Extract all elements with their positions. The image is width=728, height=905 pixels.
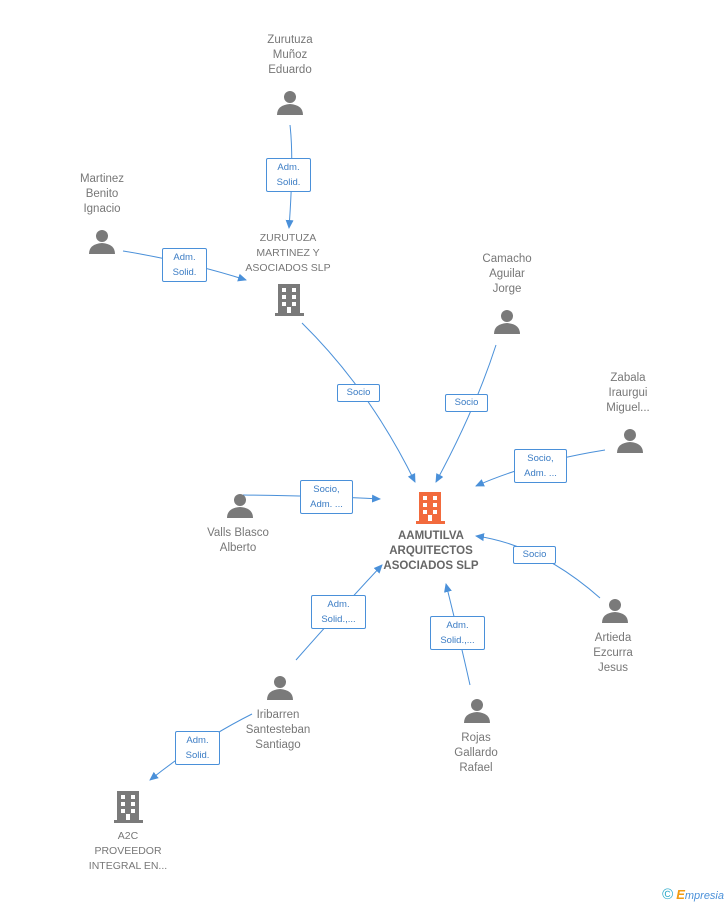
- person-icon: [617, 429, 643, 453]
- node-zurutuza-eduardo[interactable]: Zurutuza Muñoz Eduardo: [238, 33, 342, 78]
- relation-label[interactable]: Socio, Adm. ...: [300, 480, 353, 514]
- node-label: ZURUTUZA MARTINEZ Y ASOCIADOS SLP: [245, 232, 331, 274]
- building-icon: [275, 284, 304, 316]
- main-company-name: AAMUTILVA ARQUITECTOS ASOCIADOS SLP: [383, 530, 479, 572]
- relation-label[interactable]: Adm. Solid.: [266, 158, 311, 192]
- relation-label[interactable]: Adm. Solid.: [162, 248, 207, 282]
- node-rojas-rafael[interactable]: Rojas Gallardo Rafael: [424, 731, 528, 776]
- node-zurutuza-slp[interactable]: ZURUTUZA MARTINEZ Y ASOCIADOS SLP: [232, 231, 344, 276]
- person-icon: [89, 230, 115, 254]
- person-icon: [267, 676, 293, 700]
- node-zabala-miguel[interactable]: Zabala Iraurgui Miguel...: [576, 371, 680, 416]
- node-valls-alberto[interactable]: Valls Blasco Alberto: [186, 526, 290, 556]
- empresia-logo[interactable]: © Empresia: [662, 886, 724, 903]
- node-label: A2C PROVEEDOR INTEGRAL EN...: [88, 830, 168, 872]
- node-main-company[interactable]: AAMUTILVA ARQUITECTOS ASOCIADOS SLP: [372, 529, 490, 574]
- relation-label[interactable]: Adm. Solid.: [175, 731, 220, 765]
- relation-label[interactable]: Socio: [337, 384, 380, 402]
- node-label: Zurutuza Muñoz Eduardo: [267, 34, 313, 76]
- node-label: Zabala Iraurgui Miguel...: [606, 372, 650, 414]
- person-icon: [494, 310, 520, 334]
- relation-label[interactable]: Adm. Solid.,...: [430, 616, 485, 650]
- relation-label[interactable]: Socio: [513, 546, 556, 564]
- relation-label[interactable]: Adm. Solid.,...: [311, 595, 366, 629]
- node-label: Rojas Gallardo Rafael: [454, 732, 498, 774]
- edge-camacho-to-main: [435, 344, 497, 483]
- node-label: Artieda Ezcurra Jesus: [593, 632, 633, 674]
- person-icon: [277, 91, 303, 115]
- node-iribarren-santiago[interactable]: Iribarren Santesteban Santiago: [226, 708, 330, 753]
- relation-label[interactable]: Socio, Adm. ...: [514, 449, 567, 483]
- node-artieda-jesus[interactable]: Artieda Ezcurra Jesus: [561, 631, 665, 676]
- node-label: Valls Blasco Alberto: [207, 527, 269, 554]
- building-icon: [114, 791, 143, 823]
- brand-name: mpresia: [684, 890, 724, 902]
- brand-initial: E: [676, 887, 685, 902]
- main-building-icon: [416, 492, 445, 524]
- node-label: Martinez Benito Ignacio: [79, 173, 125, 215]
- person-icon: [227, 494, 253, 518]
- node-label: Iribarren Santesteban Santiago: [245, 709, 311, 751]
- relation-label[interactable]: Socio: [445, 394, 488, 412]
- person-icon: [602, 599, 628, 623]
- node-label: Camacho Aguilar Jorge: [482, 253, 532, 295]
- node-a2c[interactable]: A2C PROVEEDOR INTEGRAL EN...: [74, 829, 182, 874]
- copyright-symbol: ©: [662, 886, 674, 903]
- node-martinez-ignacio[interactable]: Martinez Benito Ignacio: [50, 172, 154, 217]
- person-icon: [464, 699, 490, 723]
- node-camacho-jorge[interactable]: Camacho Aguilar Jorge: [455, 252, 559, 297]
- edge-slp-to-main: [301, 322, 416, 483]
